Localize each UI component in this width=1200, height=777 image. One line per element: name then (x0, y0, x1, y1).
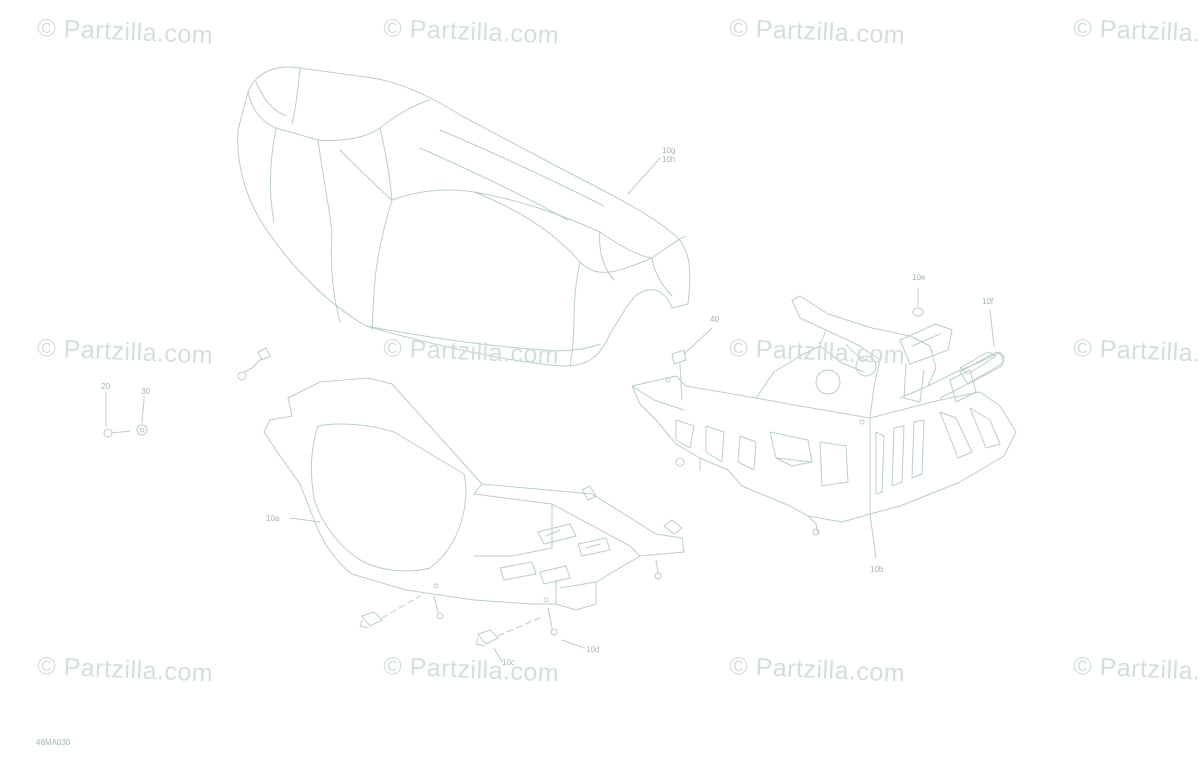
clip-10c[interactable] (359, 595, 545, 647)
diagram-code: 46MA030 (36, 738, 71, 747)
callout-30[interactable]: 30 (141, 387, 150, 396)
callout-10e[interactable]: 10e (912, 273, 926, 282)
seat-support-frame[interactable] (631, 295, 1017, 536)
callout-10c[interactable]: 10c (502, 658, 515, 667)
seat-base-pan[interactable] (263, 377, 685, 611)
bolt-40[interactable] (671, 349, 687, 401)
clip-fastener[interactable] (237, 347, 271, 381)
leader-lines (105, 157, 877, 663)
callout-10a[interactable]: 10a (266, 514, 280, 523)
callout-10d[interactable]: 10d (586, 645, 600, 654)
tail-light-10f[interactable] (959, 309, 1005, 385)
screw-20[interactable] (103, 397, 131, 438)
callout-10h[interactable]: 10h (662, 155, 676, 164)
callout-20[interactable]: 20 (101, 382, 110, 391)
callout-10f[interactable]: 10f (982, 297, 994, 306)
callout-40[interactable]: 40 (710, 315, 719, 324)
callout-10b[interactable]: 10b (870, 565, 884, 574)
seat-part[interactable] (237, 66, 691, 367)
bracket-clip[interactable] (433, 485, 683, 636)
grommet-10e[interactable] (912, 287, 924, 317)
nut-30[interactable] (136, 399, 148, 436)
callout-10g[interactable]: 10g (662, 146, 676, 155)
